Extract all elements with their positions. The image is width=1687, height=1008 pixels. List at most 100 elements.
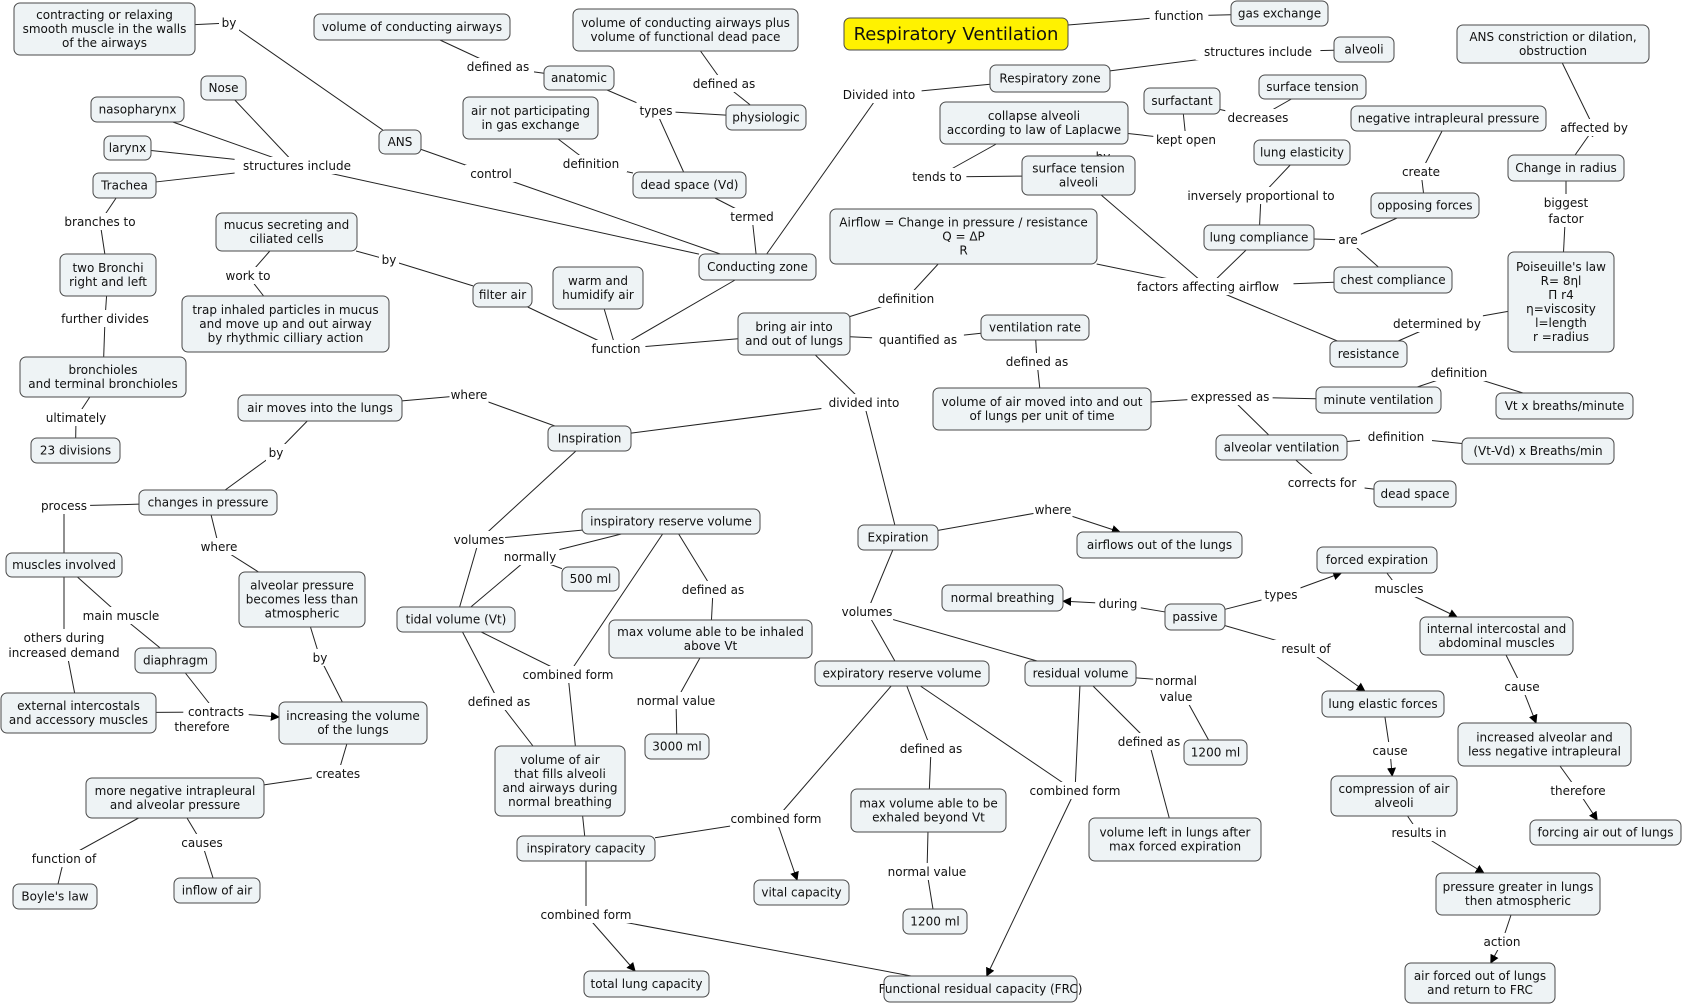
- node-box: [1230, 0, 1329, 27]
- node-label: and return to FRC: [1427, 983, 1533, 997]
- node-label: gas exchange: [1238, 7, 1321, 21]
- connector-line: [863, 402, 896, 526]
- node-label: Nose: [209, 81, 239, 95]
- node-label: abdominal muscles: [1438, 636, 1554, 650]
- node-label: in gas exchange: [481, 118, 579, 132]
- link-label: decreases: [1228, 111, 1289, 125]
- concept-node-trachea: Trachea: [92, 172, 157, 199]
- link-label: process: [41, 499, 87, 513]
- connector-line: [228, 22, 384, 131]
- concept-node-minute-vent: minute ventilation: [1315, 386, 1442, 414]
- node-box: [1419, 616, 1574, 656]
- connector-line: [296, 165, 700, 255]
- node-box: [173, 877, 261, 904]
- node-label: Poiseuille's law: [1516, 260, 1606, 274]
- link-label-bg: [1423, 364, 1495, 381]
- link-label-bg: [1370, 742, 1410, 759]
- node-box: [552, 266, 644, 310]
- link-label-bg: [522, 666, 614, 683]
- node-box: [200, 75, 247, 101]
- link-label-bg: [234, 157, 360, 174]
- node-label: collapse alveoli: [988, 109, 1080, 123]
- link-label: normal: [1155, 674, 1197, 688]
- link-label-bg: [452, 531, 506, 548]
- concept-node-alveolar-vent: alveolar ventilation: [1215, 434, 1348, 461]
- node-box: [1321, 690, 1445, 718]
- link-label: therefore: [174, 720, 229, 734]
- link-label: by: [269, 446, 284, 460]
- link-label: therefore: [1550, 784, 1605, 798]
- link-label: affected by: [1560, 121, 1628, 135]
- node-label: and out of lungs: [745, 334, 843, 348]
- node-box: [1143, 87, 1221, 115]
- node-label: air not participating: [471, 104, 590, 118]
- connector-line: [1148, 741, 1170, 819]
- node-label: max forced expiration: [1109, 840, 1241, 854]
- link-label-bg: [52, 310, 158, 327]
- link-label: function: [591, 342, 640, 356]
- concept-node-tidal: tidal volume (Vt): [396, 606, 516, 633]
- link-label: normal value: [637, 694, 716, 708]
- node-label: ANS: [388, 135, 413, 149]
- link-label: causes: [181, 836, 222, 850]
- node-label: increasing the volume: [286, 709, 420, 723]
- node-box: [1529, 819, 1682, 846]
- connector-line: [567, 533, 664, 676]
- link-label-bg: [540, 906, 632, 923]
- link-label-bg: [677, 581, 749, 598]
- node-box: [543, 65, 615, 91]
- node-box: [1370, 192, 1480, 219]
- node-label: Respiratory Ventilation: [854, 24, 1059, 45]
- node-box: [237, 394, 403, 422]
- node-label: volume left in lungs after: [1100, 826, 1251, 840]
- link-label: divided into: [829, 396, 900, 410]
- node-box: [941, 584, 1064, 612]
- link-label: branches to: [64, 215, 135, 229]
- link-label-bg: [1545, 782, 1611, 799]
- node-box: [5, 552, 123, 578]
- node-label: and alveolar pressure: [110, 798, 240, 812]
- node-box: [932, 387, 1152, 431]
- link-label: corrects for: [1288, 476, 1357, 490]
- link-label: tends to: [912, 170, 961, 184]
- node-label: volume of air moved into and out: [942, 395, 1143, 409]
- node-label: Boyle's law: [21, 890, 88, 904]
- node-box: [12, 883, 98, 910]
- node-box: [1404, 962, 1556, 1004]
- node-label: R= 8ηl: [1541, 274, 1582, 288]
- node-label: air moves into the lungs: [247, 401, 393, 415]
- node-box: [1203, 224, 1315, 251]
- concept-node-lung-compliance: lung compliance: [1203, 224, 1315, 251]
- link-label-bg: [179, 834, 225, 851]
- link-label-bg: [821, 394, 907, 411]
- node-label: Change in radius: [1515, 161, 1617, 175]
- link-label-bg: [1539, 194, 1593, 211]
- link-label-bg: [462, 58, 534, 75]
- node-box: [85, 777, 265, 819]
- node-label: dead space: [1381, 487, 1450, 501]
- node-box: [462, 96, 599, 140]
- concept-node-conducting: Conducting zone: [698, 253, 817, 281]
- concept-node-opposing: opposing forces: [1370, 192, 1480, 219]
- node-label: trap inhaled particles in mucus: [192, 303, 378, 317]
- concept-node-changes-pressure: changes in pressure: [138, 489, 278, 516]
- concept-node-diaphragm: diaphragm: [134, 647, 217, 674]
- link-label-bg: [729, 208, 775, 225]
- node-box: [1088, 817, 1262, 862]
- node-box: [1456, 24, 1650, 64]
- node-label: inflow of air: [182, 884, 253, 898]
- node-label: warm and: [568, 274, 628, 288]
- link-label: types: [1264, 588, 1297, 602]
- node-label: forced expiration: [1326, 553, 1428, 567]
- link-label: contracts: [188, 705, 244, 719]
- concept-node-divisions: 23 divisions: [30, 437, 121, 464]
- link-label-bg: [311, 765, 365, 782]
